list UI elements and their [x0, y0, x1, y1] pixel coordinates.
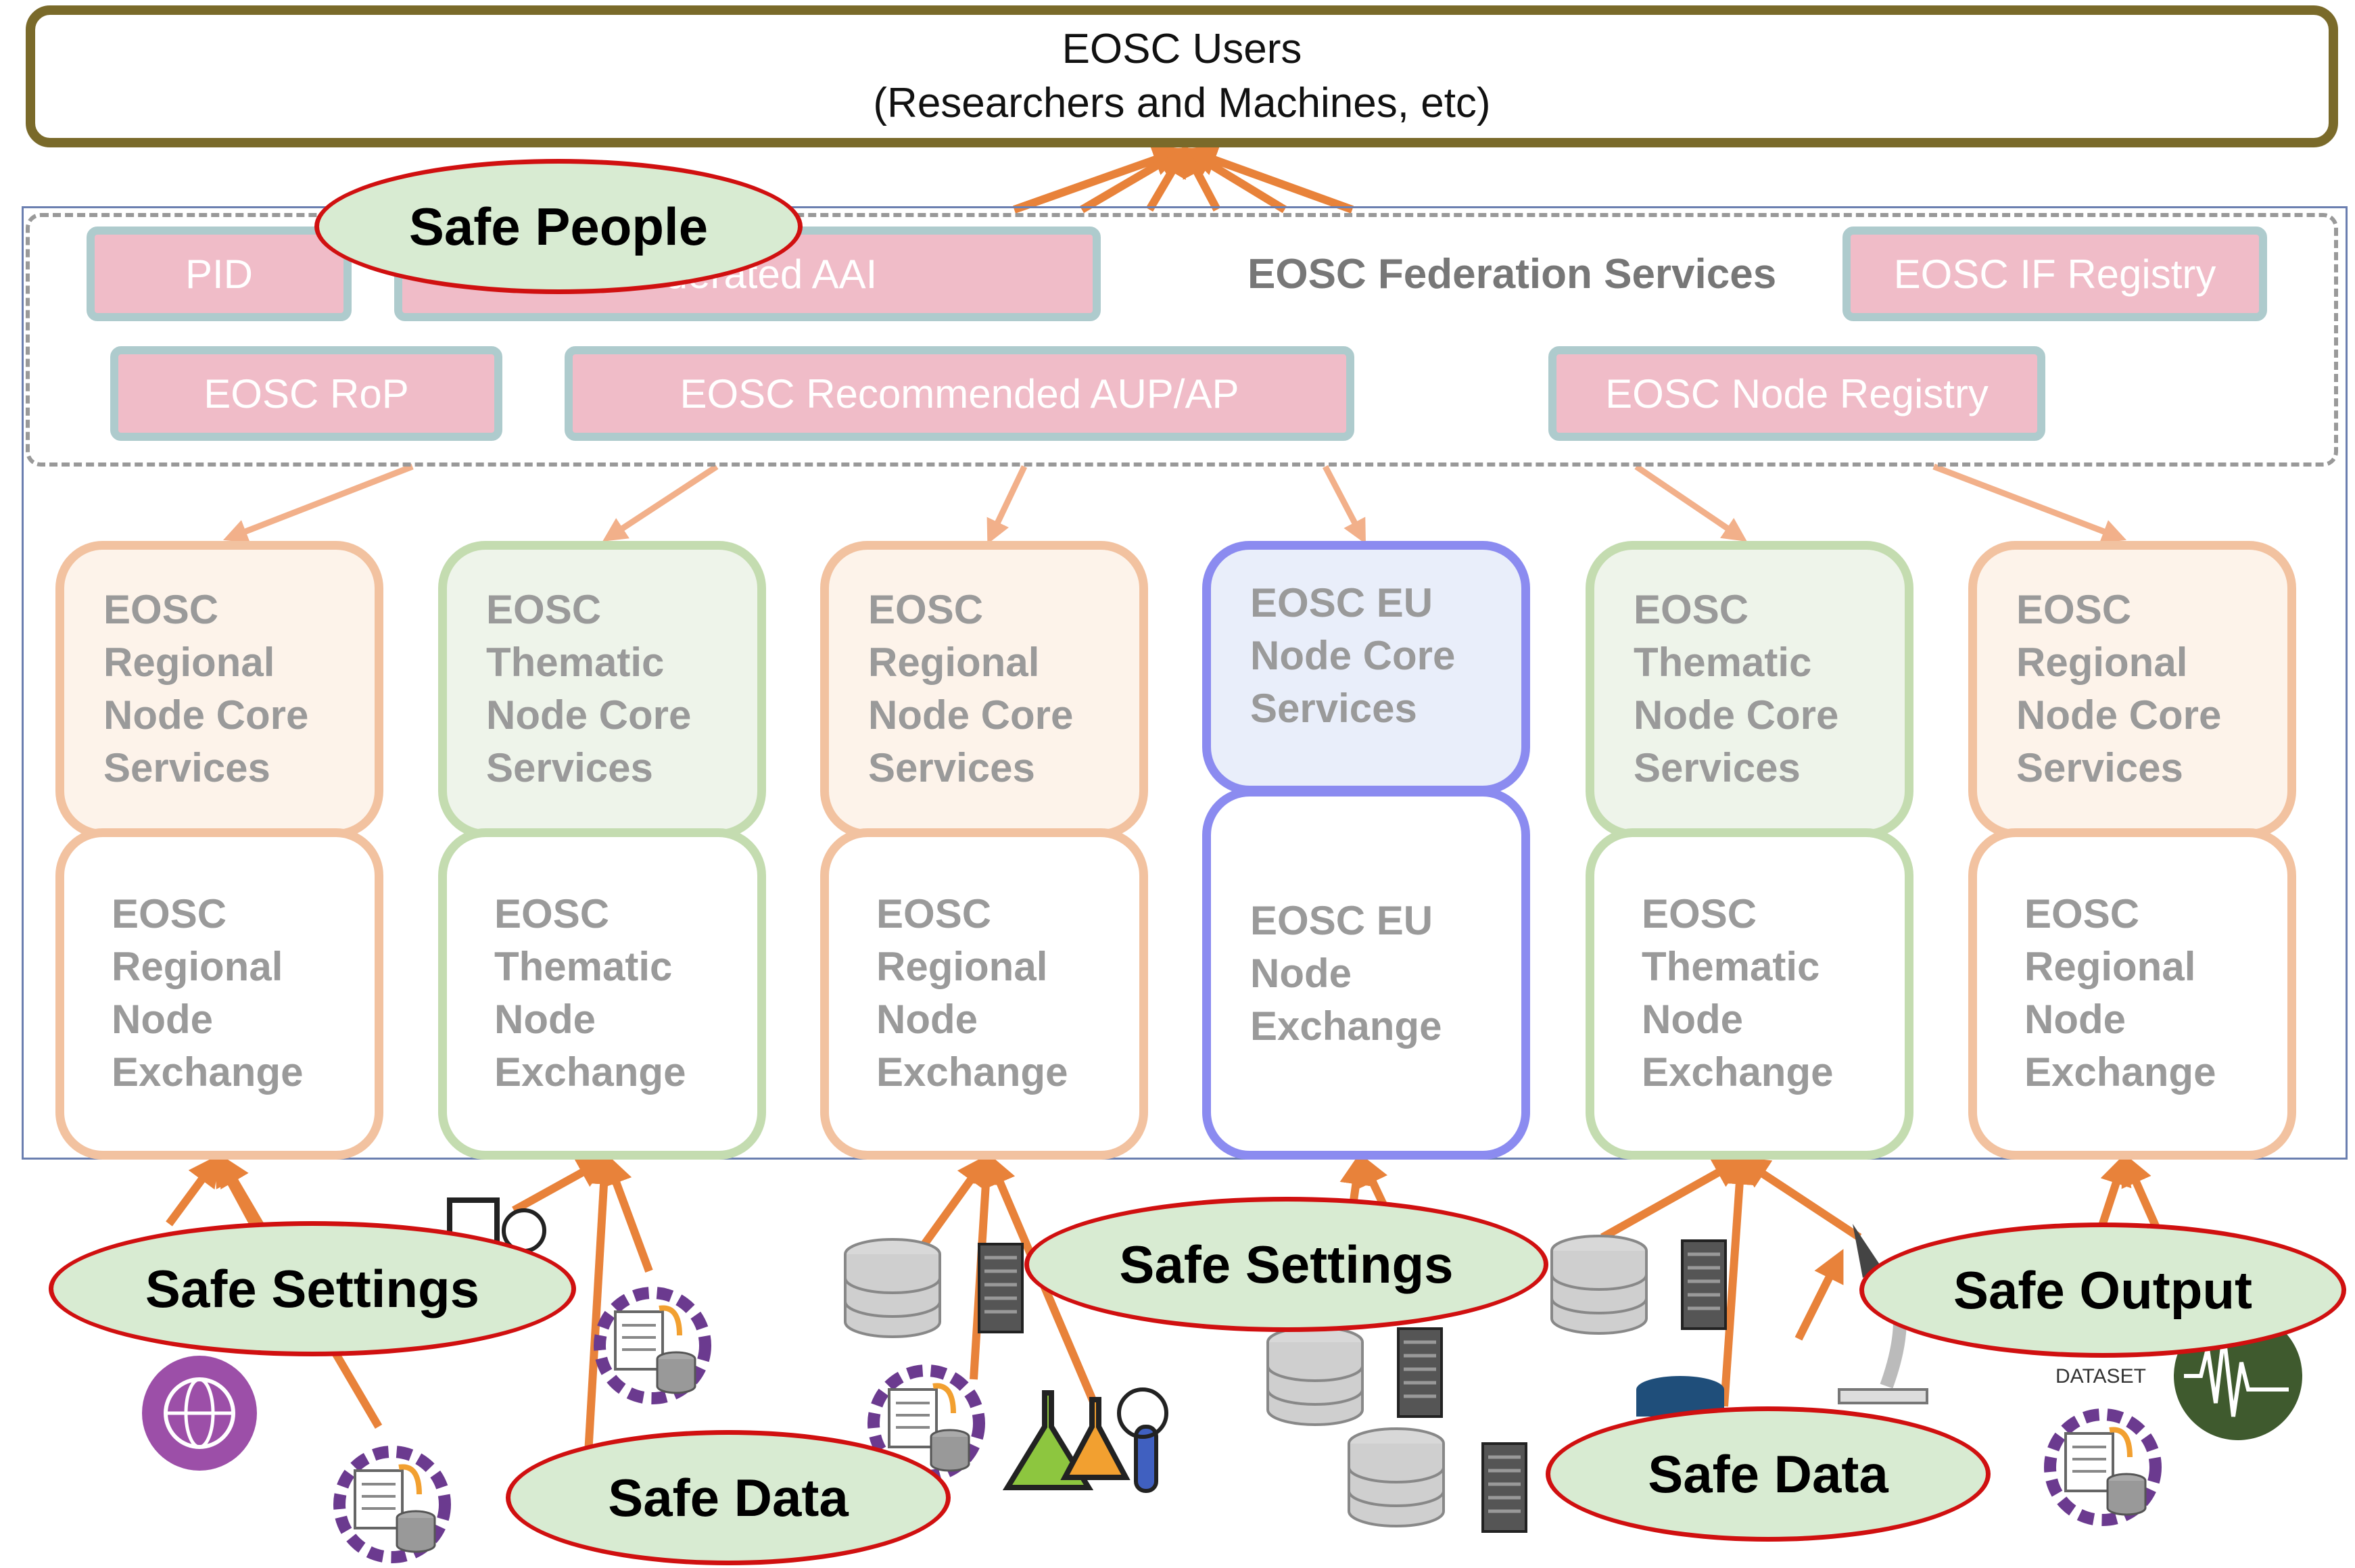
safe-people-ellipse: Safe People: [314, 159, 803, 294]
database-icon: [1266, 1326, 1364, 1426]
database-icon: [1550, 1235, 1648, 1335]
safe-output-ellipse: Safe Output: [1859, 1222, 2346, 1358]
chemistry-flask-icon: [1002, 1387, 1168, 1493]
database-icon: [1348, 1427, 1445, 1527]
safe-settings-ellipse: Safe Settings: [1024, 1197, 1548, 1332]
server-rack-icon: [1483, 1444, 1526, 1531]
safe-data-ellipse: Safe Data: [1546, 1406, 1991, 1542]
safe-data-ellipse: Safe Data: [506, 1430, 951, 1565]
globe-network-icon: [142, 1356, 257, 1471]
arrows-from-sources: [166, 1151, 2168, 1454]
service-eosc-node-registry: EOSC Node Registry: [1548, 346, 2045, 441]
service-eosc-if-registry: EOSC IF Registry: [1842, 227, 2267, 321]
service-eosc-recommended-aup-ap: EOSC Recommended AUP/AP: [565, 346, 1354, 441]
federation-services-frame: [26, 213, 2338, 467]
data-gear-icon: [2050, 1415, 2156, 1520]
service-eosc-rop: EOSC RoP: [110, 346, 502, 441]
server-rack-icon: [979, 1244, 1022, 1332]
data-gear-icon: [600, 1293, 705, 1398]
server-rack-icon: [1682, 1241, 1726, 1329]
users-subtitle: (Researchers and Machines, etc): [873, 80, 1491, 126]
arrows-to-users: [1012, 143, 1354, 214]
safe-settings-ellipse: Safe Settings: [49, 1221, 576, 1356]
server-rack-icon: [1398, 1329, 1442, 1417]
users-title: EOSC Users: [1062, 26, 1302, 72]
arrows-to-nodes: [222, 463, 2127, 544]
eosc-users-box: EOSC Users (Researchers and Machines, et…: [26, 5, 2338, 147]
service-pid: PID: [87, 227, 352, 321]
database-icon: [844, 1238, 941, 1338]
dataset-label: DATASET: [2055, 1365, 2146, 1387]
federation-services-title: EOSC Federation Services: [1247, 251, 1777, 298]
data-gear-icon: [339, 1452, 445, 1557]
federation-outer-frame: [22, 206, 2348, 1160]
